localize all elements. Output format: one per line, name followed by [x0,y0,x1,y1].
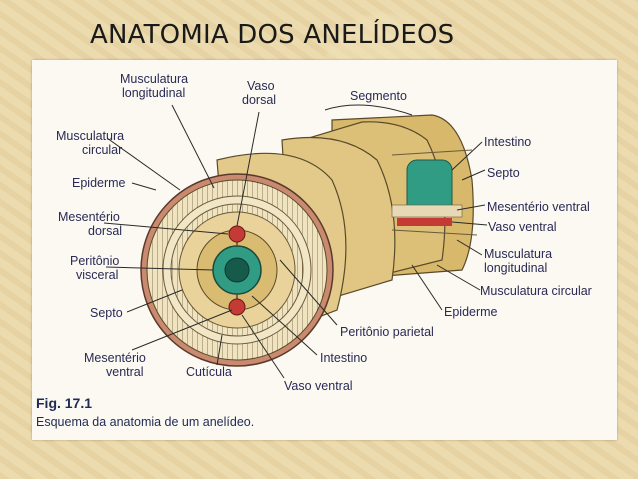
figure-number: Fig. 17.1 [36,395,92,411]
slide-title: ANATOMIA DOS ANELÍDEOS [90,20,455,50]
label-musculatura-circular: Musculatura [56,129,124,143]
label-musculatura-longitudinal-top: Musculatura [120,72,188,86]
label-musculatura-circular-2: circular [82,143,122,157]
label-mesenterio-dorsal-2: dorsal [88,224,122,238]
label-cuticula: Cutícula [186,365,232,379]
ventral-vessel [397,218,452,226]
label-septo-right: Septo [487,166,520,180]
label-vaso-ventral-bottom: Vaso ventral [284,379,353,393]
label-musculatura-longitudinal-right: Musculatura [484,247,552,261]
label-mesenterio-ventral-2: ventral [106,365,144,379]
label-epiderme-left: Epiderme [72,176,126,190]
label-intestino-right: Intestino [484,135,531,149]
label-vaso-dorsal-2: dorsal [242,93,276,107]
annelid-diagram: Musculatura longitudinal Vaso dorsal Seg… [36,72,592,429]
label-peritonio-parietal: Peritônio parietal [340,325,434,339]
label-mesenterio-dorsal: Mesentério [58,210,120,224]
label-vaso-dorsal: Vaso [247,79,275,93]
leader-lines [103,104,488,379]
label-septo-left: Septo [90,306,123,320]
anatomy-figure: Musculatura longitudinal Vaso dorsal Seg… [32,60,617,440]
dorsal-vessel [228,225,246,243]
label-vaso-ventral-right: Vaso ventral [488,220,557,234]
label-musculatura-circular-right: Musculatura circular [480,284,592,298]
label-epiderme-right: Epiderme [444,305,498,319]
label-mesenterio-ventral-right: Mesentério ventral [487,200,590,214]
cross-section [140,173,334,367]
label-peritonio-visceral-2: visceral [76,268,118,282]
diagram-labels: Musculatura longitudinal Vaso dorsal Seg… [56,72,592,393]
ventral-vessel-section [228,298,246,316]
label-peritonio-visceral: Peritônio [70,254,119,268]
label-musculatura-longitudinal-right-2: longitudinal [484,261,547,275]
label-intestino-bottom: Intestino [320,351,367,365]
label-musculatura-longitudinal-top-2: longitudinal [122,86,185,100]
figure-caption: Esquema da anatomia de um anelídeo. [36,415,254,429]
label-mesenterio-ventral: Mesentério [84,351,146,365]
label-segmento: Segmento [350,89,407,103]
